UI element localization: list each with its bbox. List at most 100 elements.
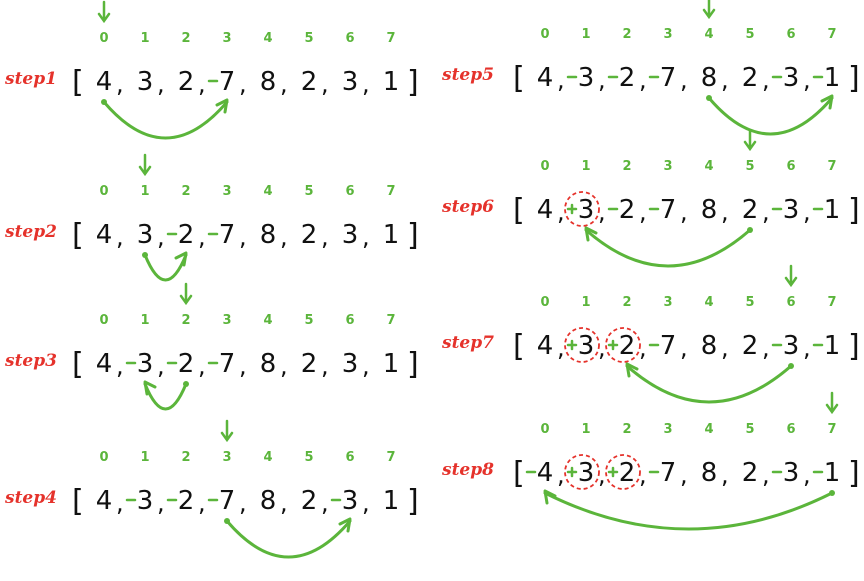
index-label: 6 <box>345 184 354 199</box>
index-label: 1 <box>581 159 590 174</box>
comma: , <box>598 461 606 489</box>
array-value: 3 <box>137 67 154 97</box>
jump-arc <box>625 364 793 404</box>
array-value: 7 <box>660 63 677 93</box>
array-value: 1 <box>383 349 400 379</box>
comma: , <box>762 461 770 489</box>
comma: , <box>239 352 247 380</box>
comma: , <box>557 66 565 94</box>
pointer-arrow-icon <box>138 153 152 177</box>
array-value: 7 <box>219 220 236 250</box>
index-label: 0 <box>540 422 549 437</box>
array-value: 3 <box>342 486 359 516</box>
comma: , <box>157 489 165 517</box>
comma: , <box>803 334 811 362</box>
index-label: 1 <box>581 295 590 310</box>
comma: , <box>762 334 770 362</box>
comma: , <box>680 66 688 94</box>
arrowhead-icon <box>143 380 157 396</box>
array-value: 2 <box>301 220 318 250</box>
comma: , <box>362 352 370 380</box>
index-label: 3 <box>222 31 231 46</box>
jump-arc <box>543 491 834 531</box>
comma: , <box>762 198 770 226</box>
array-value: 4 <box>96 67 113 97</box>
array-value: 1 <box>824 63 841 93</box>
right-bracket: ] <box>848 193 860 228</box>
array-value: 2 <box>742 195 759 225</box>
array-value: 4 <box>537 331 554 361</box>
comma: , <box>803 198 811 226</box>
right-bracket: ] <box>407 484 419 519</box>
array-value: 3 <box>783 63 800 93</box>
comma: , <box>362 70 370 98</box>
index-label: 0 <box>540 27 549 42</box>
index-label: 1 <box>140 31 149 46</box>
right-bracket: ] <box>407 218 419 253</box>
array-value: 7 <box>219 486 236 516</box>
positive-sign <box>566 466 578 478</box>
jump-arc <box>707 96 834 136</box>
array-value: 2 <box>619 63 636 93</box>
comma: , <box>721 334 729 362</box>
index-label: 2 <box>622 159 631 174</box>
comma: , <box>721 461 729 489</box>
array-value: 3 <box>783 458 800 488</box>
index-label: 4 <box>704 27 713 42</box>
array-value: 2 <box>301 67 318 97</box>
comma: , <box>639 198 647 226</box>
comma: , <box>198 489 206 517</box>
index-label: 3 <box>222 313 231 328</box>
comma: , <box>639 461 647 489</box>
array-value: 2 <box>619 195 636 225</box>
pointer-arrow-icon <box>784 264 798 288</box>
array-value: 3 <box>783 331 800 361</box>
comma: , <box>116 489 124 517</box>
array-value: 2 <box>619 458 636 488</box>
positive-sign <box>607 466 619 478</box>
comma: , <box>598 66 606 94</box>
jump-arc <box>102 100 229 140</box>
step-label: step8 <box>441 460 494 480</box>
comma: , <box>557 461 565 489</box>
index-label: 2 <box>622 422 631 437</box>
array-value: 1 <box>824 195 841 225</box>
comma: , <box>321 223 329 251</box>
right-bracket: ] <box>848 61 860 96</box>
index-label: 4 <box>704 159 713 174</box>
array-value: 7 <box>660 195 677 225</box>
index-label: 1 <box>140 450 149 465</box>
comma: , <box>680 198 688 226</box>
array-value: 3 <box>342 67 359 97</box>
array-value: 4 <box>96 220 113 250</box>
index-label: 5 <box>745 295 754 310</box>
highlight-circle <box>605 454 641 490</box>
index-label: 5 <box>304 313 313 328</box>
comma: , <box>803 66 811 94</box>
index-label: 0 <box>99 313 108 328</box>
positive-sign <box>566 203 578 215</box>
highlight-circle <box>564 454 600 490</box>
index-label: 4 <box>263 313 272 328</box>
array-value: 4 <box>537 195 554 225</box>
index-label: 6 <box>786 27 795 42</box>
array-value: 3 <box>137 486 154 516</box>
array-value: 2 <box>619 331 636 361</box>
comma: , <box>557 198 565 226</box>
array-value: 3 <box>578 331 595 361</box>
step-label: step7 <box>441 333 494 353</box>
index-label: 2 <box>181 313 190 328</box>
jump-arc <box>584 228 752 268</box>
array-value: 3 <box>783 195 800 225</box>
step-label: step5 <box>441 65 494 85</box>
index-label: 3 <box>663 422 672 437</box>
index-label: 7 <box>386 31 395 46</box>
array-value: 2 <box>178 349 195 379</box>
index-label: 7 <box>827 27 836 42</box>
index-label: 2 <box>181 450 190 465</box>
arrowhead-icon <box>584 226 598 242</box>
array-value: 8 <box>260 220 277 250</box>
